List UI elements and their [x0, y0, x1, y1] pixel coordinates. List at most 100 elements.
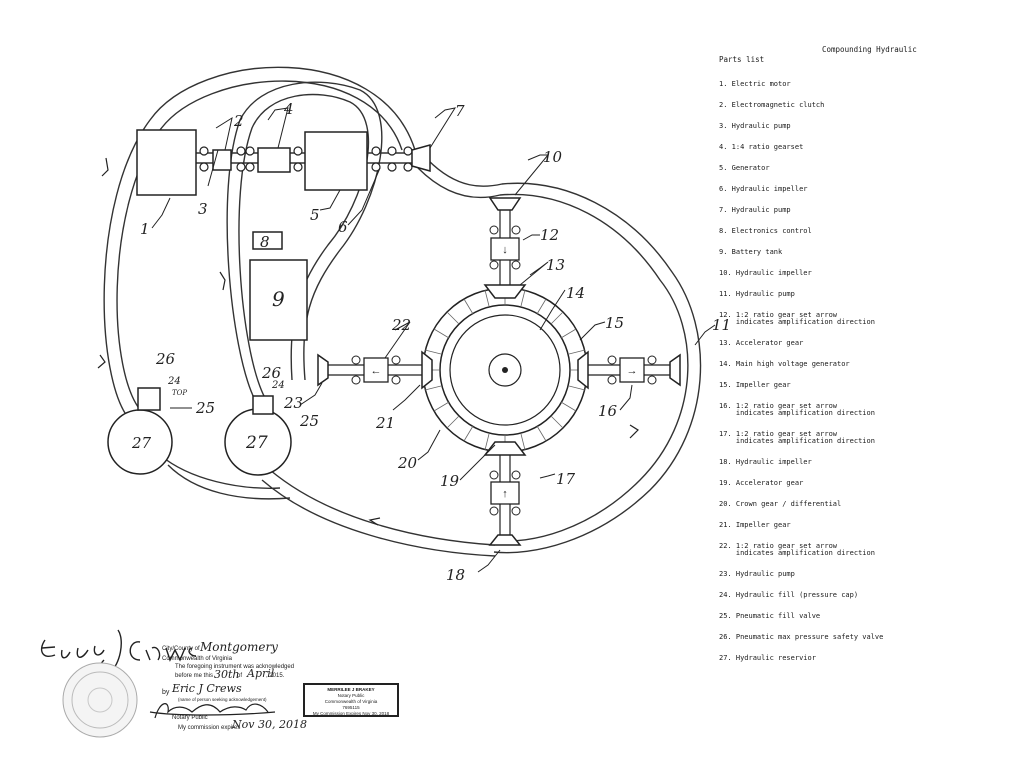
- part-item: 20. Crown gear / differential: [719, 500, 842, 508]
- callout-14: 14: [566, 284, 585, 302]
- part-item: 10. Hydraulic impeller: [719, 269, 812, 277]
- parts-list: 1. Electric motor 2. Electromagnetic clu…: [719, 67, 883, 669]
- callout-27b: 27: [245, 433, 268, 453]
- notary-by-caption: (name of person seeking acknowledgement): [178, 697, 267, 702]
- notary-seal: [62, 662, 138, 738]
- notary-commission-label: My commission expires: [178, 725, 241, 731]
- gearset-1-4: [257, 147, 291, 173]
- callout-15: 15: [605, 314, 624, 332]
- notary-month: April: [247, 667, 275, 680]
- part-item: 13. Accelerator gear: [719, 339, 804, 347]
- part-item: 14. Main high voltage generator: [719, 360, 850, 368]
- callout-7: 7: [455, 102, 465, 120]
- callout-26a: 26: [155, 350, 176, 368]
- part-item: 25. Pneumatic fill valve: [719, 612, 821, 620]
- callout-26b: 26: [261, 364, 282, 382]
- part-item: 3. Hydraulic pump: [719, 122, 791, 130]
- stamp-name: MERRILEE J BRAKEY: [327, 687, 375, 692]
- part-item: 4. 1:4 ratio gearset: [719, 143, 804, 151]
- part-item: 17. 1:2 ratio gear set arrow indicates a…: [719, 430, 875, 445]
- callout-23: 23: [283, 394, 303, 412]
- part-item: 22. 1:2 ratio gear set arrow indicates a…: [719, 542, 875, 557]
- notary-day: 30th: [214, 668, 240, 681]
- battery-tank: [249, 259, 308, 341]
- notary-ack-line2: before me this: [175, 673, 214, 679]
- outer-hydraulic-line: [103, 66, 416, 421]
- part-item: 7. Hydraulic pump: [719, 206, 791, 214]
- callout-3: 3: [198, 200, 208, 218]
- stamp-title: Notary Public: [337, 693, 365, 698]
- main-generator-assembly: [422, 287, 588, 453]
- part-item: 21. Impeller gear: [719, 521, 791, 529]
- part-item: 8. Electronics control: [719, 227, 812, 235]
- part-item: 6. Hydraulic impeller: [719, 185, 808, 193]
- svg-text:↓: ↓: [502, 244, 508, 256]
- notary-stamp: MERRILEE J BRAKEY Notary Public Commonwe…: [303, 683, 399, 717]
- notary-by-name: Eric J Crews: [172, 682, 242, 695]
- notary-commission-date: Nov 30, 2018: [232, 718, 307, 731]
- electric-motor: [136, 129, 197, 196]
- hydraulic-pump-left: [317, 353, 329, 387]
- callout-1: 1: [140, 220, 150, 238]
- callout-6: 6: [338, 218, 348, 236]
- svg-text:←: ←: [371, 365, 382, 377]
- callout-11: 11: [712, 316, 731, 334]
- hydraulic-pump-right: [669, 353, 681, 387]
- part-item: 23. Hydraulic pump: [719, 570, 795, 578]
- callout-12: 12: [540, 226, 559, 244]
- notary-signature: [149, 703, 276, 719]
- gearset-16: [619, 357, 645, 383]
- electronics-control: [252, 231, 283, 250]
- part-item: 12. 1:2 ratio gear set arrow indicates a…: [719, 311, 875, 326]
- callout-24b: 24: [271, 380, 285, 391]
- callout-27a: 27: [131, 434, 152, 452]
- callout-17: 17: [556, 470, 576, 488]
- parts-list-heading: Parts list: [719, 55, 765, 64]
- stamp-state: Commonwealth of Virginia: [324, 699, 378, 704]
- right-hydraulic-loop: [417, 167, 689, 542]
- callout-24a: 24: [167, 376, 181, 387]
- part-item: 18. Hydraulic impeller: [719, 458, 812, 466]
- part-item: 26. Pneumatic max pressure safety valve: [719, 633, 884, 641]
- callout-22: 22: [391, 316, 411, 334]
- bottom-return-line: [269, 469, 496, 546]
- notary-public-label: Notary Public: [172, 715, 208, 721]
- svg-text:↑: ↑: [502, 488, 508, 500]
- generator: [304, 131, 368, 191]
- gearset-12: [490, 237, 520, 261]
- notary-day-suffix: of: [237, 673, 243, 679]
- callout-25a: 25: [195, 399, 215, 417]
- electromagnetic-clutch: [212, 149, 232, 171]
- stamp-expires: My Commission Expires Nov 30, 2018: [312, 711, 390, 716]
- notary-by-label: by: [162, 689, 170, 696]
- svg-text:→: →: [627, 365, 638, 377]
- notary-county-label: City/County of: [162, 646, 200, 652]
- callout-5: 5: [310, 206, 320, 224]
- inner-hydraulic-line: [226, 81, 383, 401]
- callout-10: 10: [543, 148, 563, 166]
- callout-25b: 25: [299, 412, 319, 430]
- part-item: 9. Battery tank: [719, 248, 783, 256]
- callout-top: TOP: [172, 389, 187, 397]
- callout-20: 20: [397, 454, 418, 472]
- notary-county: Montgomery: [200, 640, 278, 654]
- shaft-bearings: [199, 146, 413, 172]
- part-item: 16. 1:2 ratio gear set arrow indicates a…: [719, 402, 875, 417]
- part-item: 19. Accelerator gear: [719, 479, 804, 487]
- notary-year: , 2015.: [266, 673, 285, 679]
- stamp-reg: 7695115: [342, 705, 360, 710]
- callout-18: 18: [446, 566, 465, 584]
- callout-4: 4: [283, 100, 294, 118]
- hydraulic-impeller-bottom: [488, 534, 522, 546]
- notary-commonwealth: Commonwealth of Virginia: [162, 656, 232, 662]
- callout-21: 21: [375, 414, 395, 432]
- part-item: 11. Hydraulic pump: [719, 290, 795, 298]
- gearset-17: [490, 481, 520, 505]
- callout-8: 8: [260, 233, 270, 251]
- callout-9: 9: [272, 287, 285, 311]
- callout-19: 19: [440, 472, 460, 490]
- part-item: 15. Impeller gear: [719, 381, 791, 389]
- part-item: 24. Hydraulic fill (pressure cap): [719, 591, 859, 599]
- gearset-22: [363, 357, 389, 383]
